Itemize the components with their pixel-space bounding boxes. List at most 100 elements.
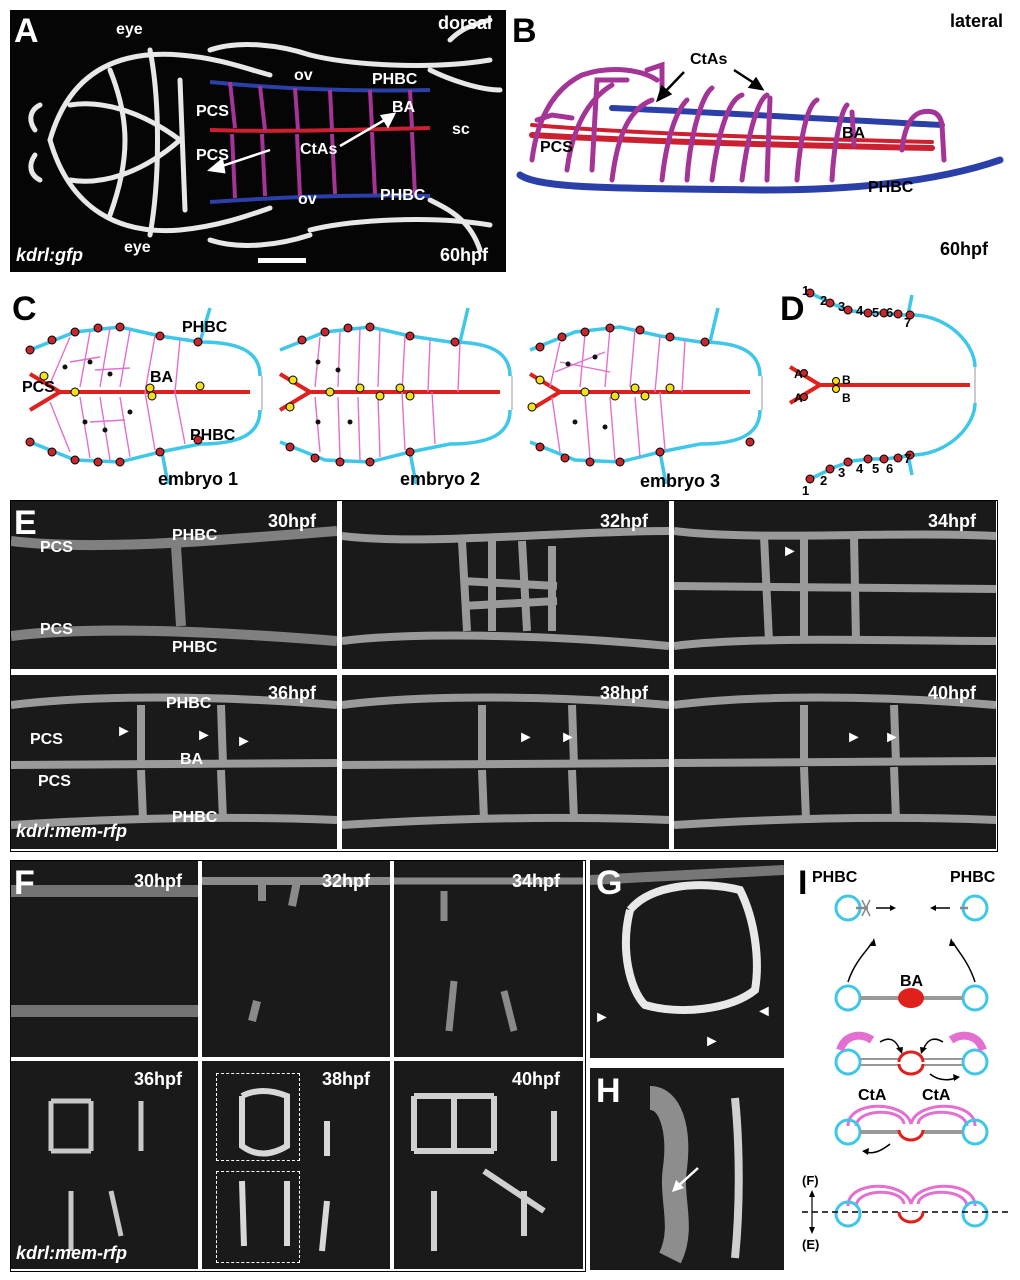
panel-i-e-label: (E) bbox=[802, 1237, 820, 1252]
panel-h-arrow bbox=[672, 1167, 699, 1192]
panel-b-stage: 60hpf bbox=[940, 239, 989, 259]
panel-d-top-5: 5 bbox=[872, 305, 880, 320]
panel-d-bottom-1: 1 bbox=[802, 483, 810, 498]
panel-g-arrowhead-2: ► bbox=[704, 1033, 720, 1050]
panel-f-tile-32hpf bbox=[202, 861, 390, 1057]
panel-c-letter: C bbox=[12, 290, 37, 328]
panel-a-eye-bottom: eye bbox=[124, 239, 151, 256]
panel-a-pcs-top: PCS bbox=[196, 103, 229, 120]
panel-f-tile-36hpf bbox=[11, 1061, 198, 1269]
panel-e-stage-32: 32hpf bbox=[600, 511, 649, 531]
panel-f-box-bottom bbox=[216, 1171, 300, 1263]
panel-c-embryo2: embryo 2 bbox=[400, 469, 481, 489]
panel-e-arrowhead-40b: ► bbox=[884, 729, 900, 746]
panel-d-top-6: 6 bbox=[886, 305, 894, 320]
panel-g-arrowhead-3: ◄ bbox=[756, 1003, 772, 1020]
panel-c-phbc-bottom: PHBC bbox=[190, 427, 236, 444]
panel-i-f-label: (F) bbox=[802, 1173, 819, 1188]
panel-d-schematic bbox=[788, 288, 977, 484]
panel-a-stage: 60hpf bbox=[440, 245, 489, 265]
panel-i-cta-right: CtA bbox=[922, 1087, 951, 1104]
panel-e-arrowhead-40a: ► bbox=[846, 729, 862, 746]
panel-b-phbc: PHBC bbox=[868, 179, 914, 196]
panel-i-schematic bbox=[802, 894, 1012, 1234]
panel-e-stage-38: 38hpf bbox=[600, 683, 649, 703]
panel-d-a-bottom: A bbox=[794, 391, 803, 405]
panel-c-phbc-top: PHBC bbox=[182, 319, 228, 336]
panel-e-arrowhead-36a: ► bbox=[116, 723, 132, 740]
panel-d-top-1: 1 bbox=[802, 283, 810, 298]
panel-e-pcs-1: PCS bbox=[40, 539, 73, 556]
panel-d-top-2: 2 bbox=[820, 293, 828, 308]
panel-b-3d-rendering bbox=[516, 61, 1004, 194]
panel-e-tile-38hpf bbox=[342, 675, 669, 849]
panel-a-eye-top: eye bbox=[116, 21, 143, 38]
panel-g-arrowhead-1: ► bbox=[594, 1009, 610, 1026]
panel-e-phbc-1: PHBC bbox=[172, 527, 218, 544]
panel-e-stage-40: 40hpf bbox=[928, 683, 977, 703]
panel-d-a-top: A bbox=[794, 367, 803, 381]
panel-d-top-3: 3 bbox=[838, 299, 846, 314]
panel-d-bottom-4: 4 bbox=[856, 461, 864, 476]
panel-a-phbc-bottom: PHBC bbox=[380, 187, 426, 204]
embryo2-schematic bbox=[278, 307, 513, 485]
panel-e-tile-40hpf bbox=[674, 675, 996, 849]
panel-e-arrowhead-38b: ► bbox=[560, 729, 576, 746]
panel-b-letter: B bbox=[512, 12, 537, 50]
panel-f-tile-40hpf bbox=[394, 1061, 583, 1269]
panel-e-pcs-2: PCS bbox=[40, 621, 73, 638]
panel-a-ov-bottom: ov bbox=[298, 191, 317, 208]
panel-g-letter: G bbox=[596, 864, 623, 902]
panel-f-line-label: kdrl:mem-rfp bbox=[16, 1243, 128, 1263]
panel-i-phbc-left: PHBC bbox=[812, 869, 858, 886]
panel-c-embryo3: embryo 3 bbox=[640, 471, 721, 491]
panel-c-embryo1: embryo 1 bbox=[158, 469, 239, 489]
panel-a-phbc-top: PHBC bbox=[372, 71, 418, 88]
panel-b-ctas: CtAs bbox=[690, 51, 728, 68]
panel-a-ctas: CtAs bbox=[300, 141, 338, 158]
panel-a-image bbox=[10, 10, 506, 272]
panel-d-top-7: 7 bbox=[904, 315, 912, 330]
panel-d-top-4: 4 bbox=[856, 303, 864, 318]
embryo1-schematic bbox=[25, 307, 263, 485]
panel-d-bottom-3: 3 bbox=[838, 465, 846, 480]
panel-f-stage-30: 30hpf bbox=[134, 871, 183, 891]
panel-e-arrowhead-34: ► bbox=[782, 543, 798, 560]
panel-e-tile-36hpf bbox=[11, 675, 337, 849]
panel-e-ba: BA bbox=[180, 751, 204, 768]
panel-b-view-label: lateral bbox=[950, 11, 1004, 31]
panel-b-ba: BA bbox=[842, 125, 866, 142]
panel-f-stage-32: 32hpf bbox=[322, 871, 371, 891]
panel-a-pcs-bottom: PCS bbox=[196, 147, 229, 164]
panel-f-tile-34hpf bbox=[394, 861, 583, 1057]
panel-f-tile-38hpf bbox=[202, 1061, 390, 1269]
panel-i-ba: BA bbox=[900, 973, 924, 990]
panel-e-tile-32hpf bbox=[342, 501, 669, 669]
panel-a-line-label: kdrl:gfp bbox=[16, 245, 83, 265]
embryo3-schematic bbox=[527, 307, 763, 485]
panel-f-tile-30hpf bbox=[11, 861, 198, 1057]
panel-e-phbc-4: PHBC bbox=[172, 809, 218, 826]
panel-e-arrowhead-36c: ► bbox=[236, 733, 252, 750]
panel-a-sc: sc bbox=[452, 121, 470, 138]
panel-c-ba: BA bbox=[150, 369, 174, 386]
panel-e-arrowhead-36b: ► bbox=[196, 727, 212, 744]
panel-i-letter: I bbox=[798, 864, 808, 902]
panel-i-phbc-right: PHBC bbox=[950, 869, 996, 886]
panel-e-phbc-3: PHBC bbox=[166, 695, 212, 712]
panel-e-pcs-3: PCS bbox=[30, 731, 63, 748]
panel-d-bottom-6: 6 bbox=[886, 461, 894, 476]
panel-f-stage-40: 40hpf bbox=[512, 1069, 561, 1089]
panel-d-bottom-2: 2 bbox=[820, 473, 828, 488]
panel-d-letter: D bbox=[780, 290, 805, 328]
panel-b-pcs: PCS bbox=[540, 139, 573, 156]
panel-f-stage-38: 38hpf bbox=[322, 1069, 371, 1089]
panel-h-letter: H bbox=[596, 1072, 621, 1110]
panel-a-letter: A bbox=[14, 12, 39, 50]
panel-e-arrowhead-38a: ► bbox=[518, 729, 534, 746]
panel-e-tile-34hpf bbox=[674, 501, 996, 669]
panel-e-stage-34: 34hpf bbox=[928, 511, 977, 531]
panel-c-schematics bbox=[25, 307, 763, 485]
panel-d-bottom-5: 5 bbox=[872, 461, 880, 476]
panel-f-box-top bbox=[216, 1073, 300, 1161]
